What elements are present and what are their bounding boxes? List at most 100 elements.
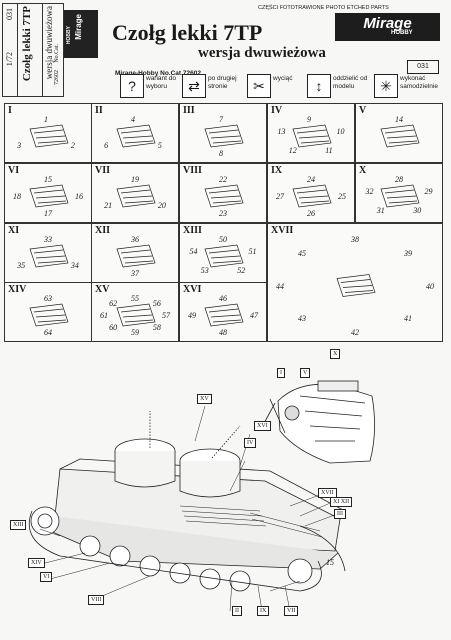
step-number: XI <box>8 225 20 236</box>
part-number: 27 <box>276 192 284 201</box>
callout-15: 15 <box>326 558 334 567</box>
step-number: III <box>183 105 195 116</box>
part-sketch <box>116 124 156 148</box>
part-number: 53 <box>200 265 209 275</box>
page-subtitle: wersja dwuwieżowa <box>198 45 326 61</box>
legend-text: wariant do wyboru <box>146 75 176 90</box>
legend-text: oddzielić od modelu <box>333 75 368 90</box>
step-number: XIII <box>183 225 202 236</box>
part-sketch <box>116 244 156 268</box>
step-number: XIV <box>8 284 27 295</box>
part-sketch <box>29 124 69 148</box>
callout-i: I <box>277 368 285 378</box>
part-sketch <box>29 184 69 208</box>
brand-logo: Mirage HOBBY <box>335 13 440 41</box>
step-number: V <box>359 105 367 116</box>
parts-label: CZĘŚCI FOTOTRAWIONE PHOTO ETCHED PARTS <box>258 5 389 11</box>
part-sketch <box>29 303 69 327</box>
part-number: 11 <box>325 145 333 155</box>
part-number: 31 <box>376 205 385 215</box>
callout-x: X <box>330 349 341 359</box>
side-scale: 1/72 <box>5 52 14 67</box>
part-number: 42 <box>351 328 359 337</box>
rear-detail-inset <box>261 380 375 464</box>
step-number: I <box>8 105 12 116</box>
part-number: 4 <box>131 115 135 124</box>
step-number: II <box>95 105 103 116</box>
side-number: 031 <box>5 8 14 20</box>
part-number: 26 <box>307 209 315 218</box>
step-number: VII <box>95 165 111 176</box>
part-number: 10 <box>336 126 345 136</box>
part-sketch <box>380 184 420 208</box>
side-cat-number: 72602 <box>54 70 60 85</box>
legend-text: wykonać samodzielnie <box>400 75 438 90</box>
part-number: 9 <box>307 115 311 124</box>
asterisk-icon: ✳ <box>374 74 398 98</box>
callout-xi-xii: XI XII <box>330 497 353 507</box>
part-sketch <box>292 184 332 208</box>
part-number: 61 <box>100 311 108 320</box>
part-number: 40 <box>426 281 434 291</box>
mirage-logo: Mirage HOBBY <box>64 10 98 58</box>
part-number: 52 <box>237 265 246 275</box>
legend-text: po drugiej stronie <box>208 75 237 90</box>
part-number: 19 <box>131 175 139 184</box>
callout-iii: III <box>334 509 346 519</box>
part-sketch <box>204 124 244 148</box>
callout-iv: IV <box>244 438 257 448</box>
side-title: Czołg lekki 7TP <box>21 6 33 82</box>
part-number: 25 <box>338 192 346 201</box>
part-sketch <box>204 303 244 327</box>
part-number: 64 <box>44 328 52 337</box>
side-cat-label: No.Cat. <box>54 44 60 63</box>
scissors-icon: ✂ <box>247 74 271 98</box>
part-number: 24 <box>307 175 315 184</box>
callout-viii: VIII <box>88 595 105 605</box>
part-number: 32 <box>365 186 374 196</box>
part-number: 58 <box>152 323 161 333</box>
callout-vii: VII <box>284 606 299 616</box>
part-number: 59 <box>131 328 139 337</box>
part-number: 35 <box>17 260 26 270</box>
step-number: IX <box>271 165 283 176</box>
step-number: VIII <box>183 165 202 176</box>
catalog-number: Mirage-Hobby No.Cat.72602 <box>115 70 201 77</box>
part-number: 5 <box>157 140 162 150</box>
part-number: 17 <box>44 209 52 218</box>
part-sketch <box>29 244 69 268</box>
sheet-code: 031 <box>407 60 439 74</box>
callout-ix: IX <box>257 606 270 616</box>
part-sketch <box>292 124 332 148</box>
part-number: 46 <box>219 294 227 303</box>
callout-xvii: XVII <box>318 488 337 498</box>
part-number: 41 <box>404 314 413 324</box>
callout-xv: XV <box>197 394 212 404</box>
part-number: 60 <box>109 323 118 333</box>
part-number: 48 <box>219 328 227 337</box>
part-sketch <box>116 184 156 208</box>
part-number: 3 <box>17 140 22 150</box>
part-number: 33 <box>44 235 52 244</box>
tank-body <box>28 411 346 592</box>
part-sketch <box>204 244 244 268</box>
part-sketch <box>380 124 420 148</box>
step-number: XV <box>95 284 110 295</box>
part-number: 6 <box>104 140 109 150</box>
step-xiv: XIV 63 64 <box>4 282 92 342</box>
part-number: 1 <box>44 115 48 124</box>
part-number: 38 <box>351 235 359 244</box>
part-number: 63 <box>44 294 52 303</box>
part-number: 18 <box>13 192 21 201</box>
callout-xiii: XIII <box>10 520 27 530</box>
